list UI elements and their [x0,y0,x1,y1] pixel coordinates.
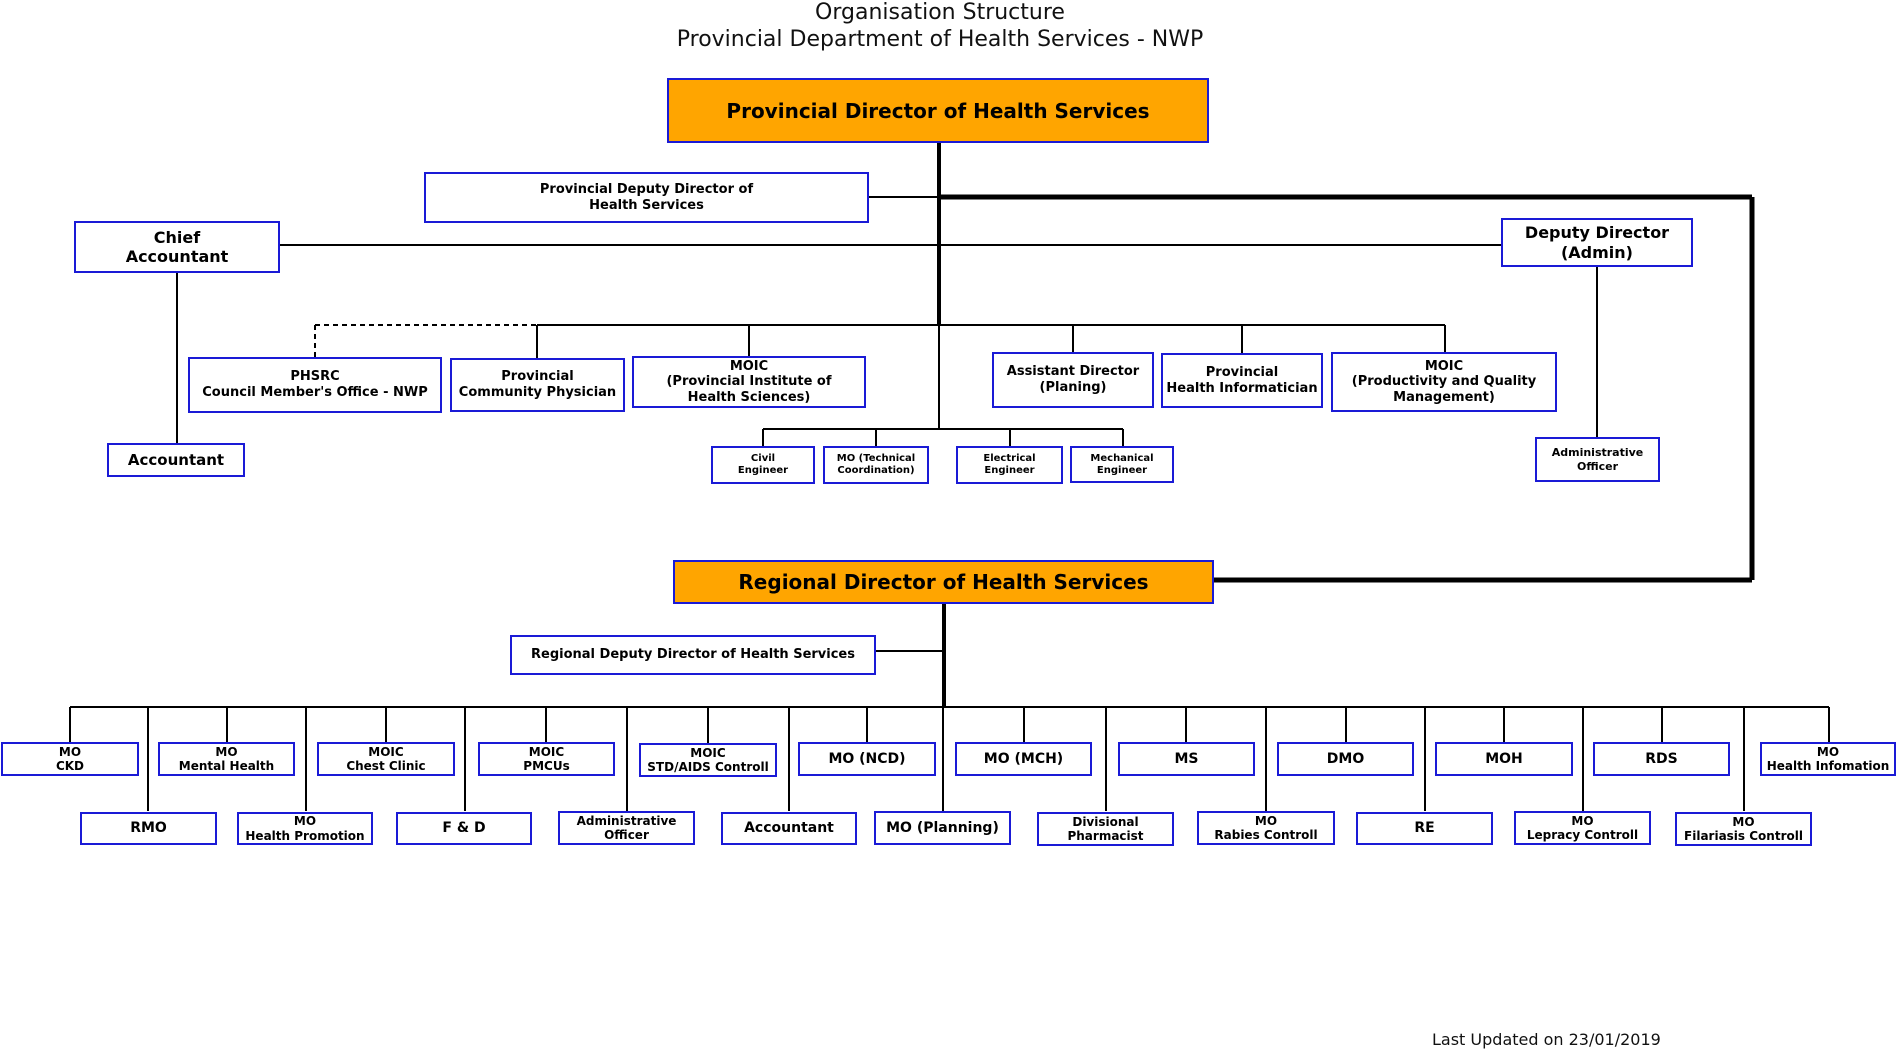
unit-electrical-engineer: Electrical Engineer [956,446,1063,484]
unit-accountant-reg: Accountant [721,812,857,845]
unit-mo-health-info: MO Health Infomation [1760,742,1896,776]
unit-accountant-prov: Accountant [107,443,245,477]
chart-subtitle: Provincial Department of Health Services… [676,27,1204,52]
unit-mo-rabies: MO Rabies Controll [1197,811,1335,845]
unit-rds: RDS [1593,742,1730,776]
unit-mo-mental-health: MO Mental Health [158,742,295,776]
unit-moic-pqm: MOIC (Productivity and Quality Managemen… [1331,352,1557,412]
unit-rddhs: Regional Deputy Director of Health Servi… [510,635,876,675]
unit-mo-filariasis: MO Filariasis Controll [1675,812,1812,846]
unit-mo-health-promotion: MO Health Promotion [237,812,373,845]
unit-admin-officer-reg: Administrative Officer [558,811,695,845]
unit-rdhs: Regional Director of Health Services [673,560,1214,604]
unit-phsrc: PHSRC Council Member's Office - NWP [188,357,442,413]
unit-chief-accountant: Chief Accountant [74,221,280,273]
unit-ms: MS [1118,742,1255,776]
unit-moic-std: MOIC STD/AIDS Controll [639,743,777,777]
unit-dmo: DMO [1277,742,1414,776]
unit-mo-lepracy: MO Lepracy Controll [1514,811,1651,845]
unit-moic-pihs: MOIC (Provincial Institute of Health Sci… [632,356,866,408]
unit-divisional-pharmacist: Divisional Pharmacist [1037,812,1174,846]
unit-admin-officer-prov: Administrative Officer [1535,437,1660,482]
unit-rmo: RMO [80,812,217,845]
unit-pddhs: Provincial Deputy Director of Health Ser… [424,172,869,223]
unit-prov-health-informatician: Provincial Health Informatician [1161,353,1323,408]
unit-moic-chest-clinic: MOIC Chest Clinic [317,742,455,776]
unit-mo-ncd: MO (NCD) [798,742,936,776]
unit-mo-planning: MO (Planning) [874,811,1011,845]
unit-moh: MOH [1435,742,1573,776]
unit-mo-ckd: MO CKD [1,742,139,776]
unit-f-and-d: F & D [396,812,532,845]
unit-re: RE [1356,812,1493,845]
unit-mo-tech-coord: MO (Technical Coordination) [823,446,929,484]
last-updated-note: Last Updated on 23/01/2019 [1432,1030,1661,1049]
chart-title: Organisation Structure [815,0,1065,25]
unit-moic-pmcus: MOIC PMCUs [478,742,615,776]
unit-mo-mch: MO (MCH) [955,742,1092,776]
unit-deputy-director-admin: Deputy Director (Admin) [1501,218,1693,267]
unit-ad-planing: Assistant Director (Planing) [992,352,1154,408]
unit-prov-comm-physician: Provincial Community Physician [450,358,625,412]
connector-lines [69,143,1830,811]
unit-civil-engineer: Civil Engineer [711,446,815,484]
unit-pdhs: Provincial Director of Health Services [667,78,1209,143]
unit-mechanical-engineer: Mechanical Engineer [1070,446,1174,483]
